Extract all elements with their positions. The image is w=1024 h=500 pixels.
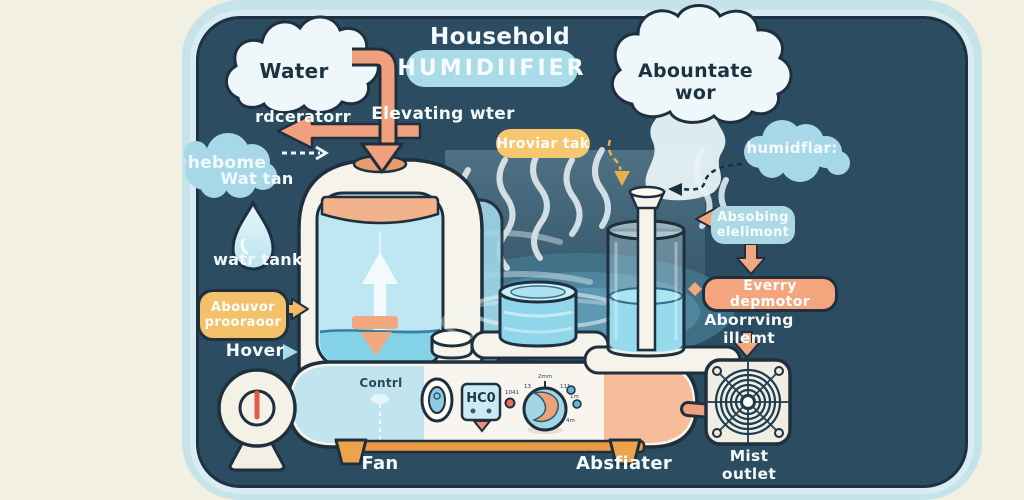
screws: [712, 366, 784, 438]
absobing-pill: Absobing elelimont: [711, 206, 795, 244]
water-droplet-icon: [231, 199, 275, 271]
control-panel: HC0 1041 13 2mm 111 1m 4m: [371, 374, 582, 452]
water-tank: [297, 154, 484, 376]
hebome-cloud-label: hebome: [187, 153, 267, 173]
blue-indicator: [572, 399, 582, 409]
dashed-right-arrow: [282, 145, 329, 161]
abouvor-pill: Abouvor prooraoor: [197, 289, 289, 341]
steam-cloud: [610, 4, 793, 201]
knob-tick: 1m: [570, 394, 579, 400]
fan-vent: [704, 358, 792, 446]
contrl-label: Contrl: [359, 376, 403, 390]
wat-tan-label: Wat tan: [220, 169, 294, 188]
knob-tick: 111: [560, 384, 571, 390]
knob-tick: 4m: [566, 418, 575, 424]
hover-label: Hover: [225, 341, 285, 361]
wooden-legs: [334, 438, 646, 466]
dashed-guides: [607, 139, 743, 196]
left-arrow: [276, 112, 422, 150]
abouvor-line1: Abouvor: [210, 300, 276, 315]
power-button[interactable]: [428, 386, 446, 414]
abouvor-line2: prooraoor: [204, 315, 282, 330]
elevating-wter-label: Elevating wter: [371, 104, 515, 124]
water-cloud-label: Water: [259, 59, 329, 83]
fan-label: Fan: [361, 453, 399, 474]
aborrving-illemt-label: Aborrving illemt: [704, 311, 794, 347]
title-badge: HUMIDIIFIER: [397, 50, 584, 87]
hover-triangle: [283, 344, 298, 360]
absfiater-label: Absfiater: [575, 453, 673, 474]
everry-depmotor-pill: Everry depmotor: [702, 276, 838, 312]
mist-cylinder: [583, 185, 742, 375]
humidflar-cloud: [744, 120, 850, 182]
small-cup: [430, 328, 474, 360]
abountate-cloud-label: Abountate wor: [638, 60, 753, 104]
mist-dish: [441, 280, 655, 360]
hebome-cloud: [184, 133, 277, 198]
title-kicker: Household: [430, 24, 570, 50]
standalone-knob-device: [217, 368, 297, 472]
red-indicator: [504, 397, 516, 409]
humidflar-cloud-label: humidflar:: [746, 139, 838, 157]
blue-indicator: [566, 385, 576, 395]
knob-tick: 13: [524, 384, 531, 390]
hroviar-tak-pill: Hroviar tak: [496, 129, 590, 158]
knob-tick: 2mm: [538, 374, 552, 380]
absobing-line1: Absobing: [717, 210, 789, 225]
display-value: HC0: [466, 391, 495, 406]
rdceratorr-label: rdceratorr: [255, 107, 351, 126]
absobing-line2: elelimont: [716, 225, 790, 240]
water-inlet-pipe: [352, 47, 404, 174]
watr-tank-label: watr tank: [213, 250, 303, 269]
knob-tick: 1041: [505, 390, 519, 396]
mist-outlet-label: Mist outlet: [721, 447, 777, 483]
